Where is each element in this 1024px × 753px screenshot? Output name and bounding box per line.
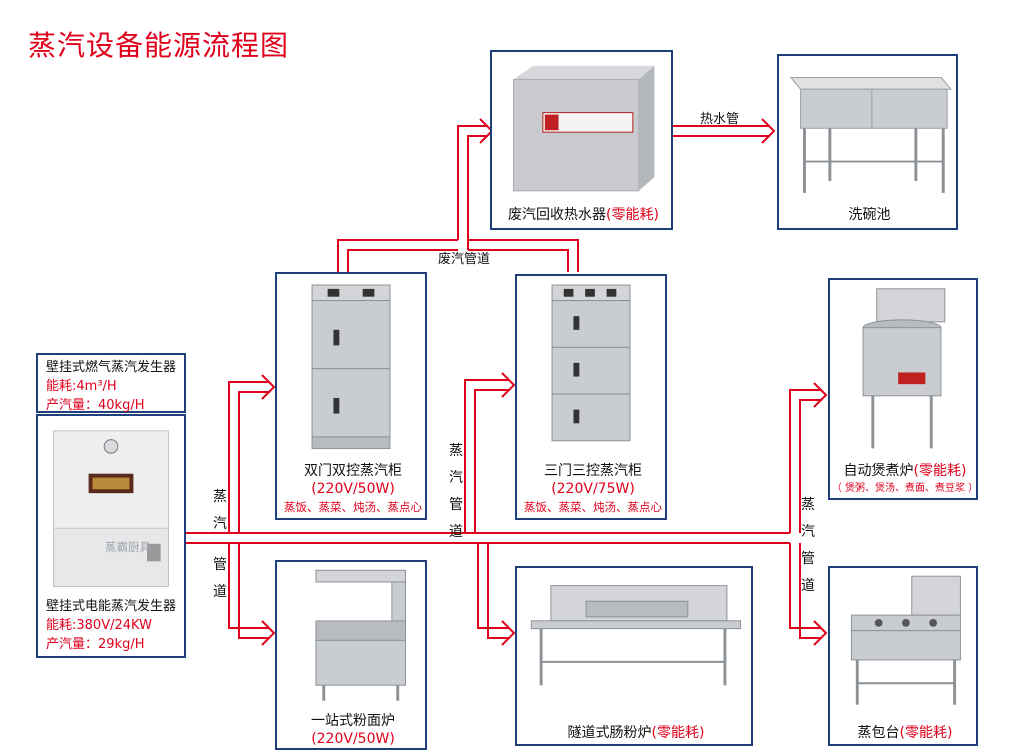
heater-name: 废汽回收热水器 <box>508 207 607 223</box>
bun-steamer-card: 蒸包台(零能耗) <box>828 566 978 746</box>
page-title: 蒸汽设备能源流程图 <box>28 29 290 62</box>
double-cabinet-name: 双门双控蒸汽柜 <box>304 463 402 479</box>
waste-steam-heater-card: 废汽回收热水器(零能耗) <box>490 50 673 230</box>
auto-boiler-zero-energy-tag: (零能耗) <box>913 463 967 479</box>
noodle-stove-spec: (220V/50W) <box>311 731 395 747</box>
waste-steam-pipe-label: 废汽管道 <box>438 252 491 267</box>
auto-boiler-card: 自动煲煮炉(零能耗) （ 煲粥、煲汤、煮面、煮豆浆 ） <box>828 278 978 500</box>
bun-steamer-image <box>850 575 961 705</box>
gas-steam-generator-info: 壁挂式燃气蒸汽发生器 能耗:4m³/H 产汽量：40kg/H <box>36 353 186 413</box>
electric-steam-generator-info: 壁挂式电能蒸汽发生器 能耗:380V/24KW 产汽量：29kg/H <box>36 594 186 658</box>
double-cabinet-uses: 蒸饭、蒸菜、炖汤、蒸点心 <box>284 500 422 514</box>
triple-cabinet-name: 三门三控蒸汽柜 <box>544 463 642 479</box>
sink-name: 洗碗池 <box>848 207 891 223</box>
auto-boiler-uses: （ 煲粥、煲汤、煮面、煮豆浆 ） <box>831 483 979 494</box>
tunnel-stove-zero-energy-tag: (零能耗) <box>651 725 705 741</box>
hot-water-pipe-label: 热水管 <box>700 112 740 127</box>
steam-generator-image <box>53 430 169 588</box>
sink-image <box>789 77 953 193</box>
triple-door-cabinet-image <box>551 284 631 442</box>
bun-steamer-name: 蒸包台 <box>857 725 900 741</box>
double-door-cabinet-image <box>311 284 391 450</box>
steam-pipe-label-left: 蒸 汽 管 道 <box>213 489 227 600</box>
steam-pipe-label-right: 蒸 汽 管 道 <box>801 497 815 594</box>
noodle-stove-image <box>315 569 407 701</box>
steam-pipe-label-middle: 蒸 汽 管 道 <box>449 443 463 540</box>
tunnel-rice-roll-stove-card: 隧道式肠粉炉(零能耗) <box>515 566 753 746</box>
double-door-steam-cabinet-card: 双门双控蒸汽柜 (220V/50W) 蒸饭、蒸菜、炖汤、蒸点心 <box>275 272 427 520</box>
water-heater-image <box>513 65 655 192</box>
auto-boiler-image <box>862 288 946 449</box>
triple-cabinet-spec: (220V/75W) <box>551 481 635 497</box>
brand-watermark: 蒸霸厨具 <box>105 540 151 554</box>
noodle-stove-card: 一站式粉面炉 (220V/50W) <box>275 560 427 750</box>
triple-door-steam-cabinet-card: 三门三控蒸汽柜 (220V/75W) 蒸饭、蒸菜、炖汤、蒸点心 <box>515 274 667 520</box>
triple-cabinet-uses: 蒸饭、蒸菜、炖汤、蒸点心 <box>524 500 662 514</box>
auto-boiler-name: 自动煲煮炉 <box>843 463 914 479</box>
heater-zero-energy-tag: (零能耗) <box>606 207 659 223</box>
double-cabinet-spec: (220V/50W) <box>311 481 395 497</box>
tunnel-stove-image <box>530 585 742 686</box>
bun-steamer-zero-energy-tag: (零能耗) <box>899 725 953 741</box>
tunnel-stove-name: 隧道式肠粉炉 <box>567 725 652 741</box>
noodle-stove-name: 一站式粉面炉 <box>311 713 395 729</box>
dishwashing-sink-card: 洗碗池 <box>777 54 958 230</box>
